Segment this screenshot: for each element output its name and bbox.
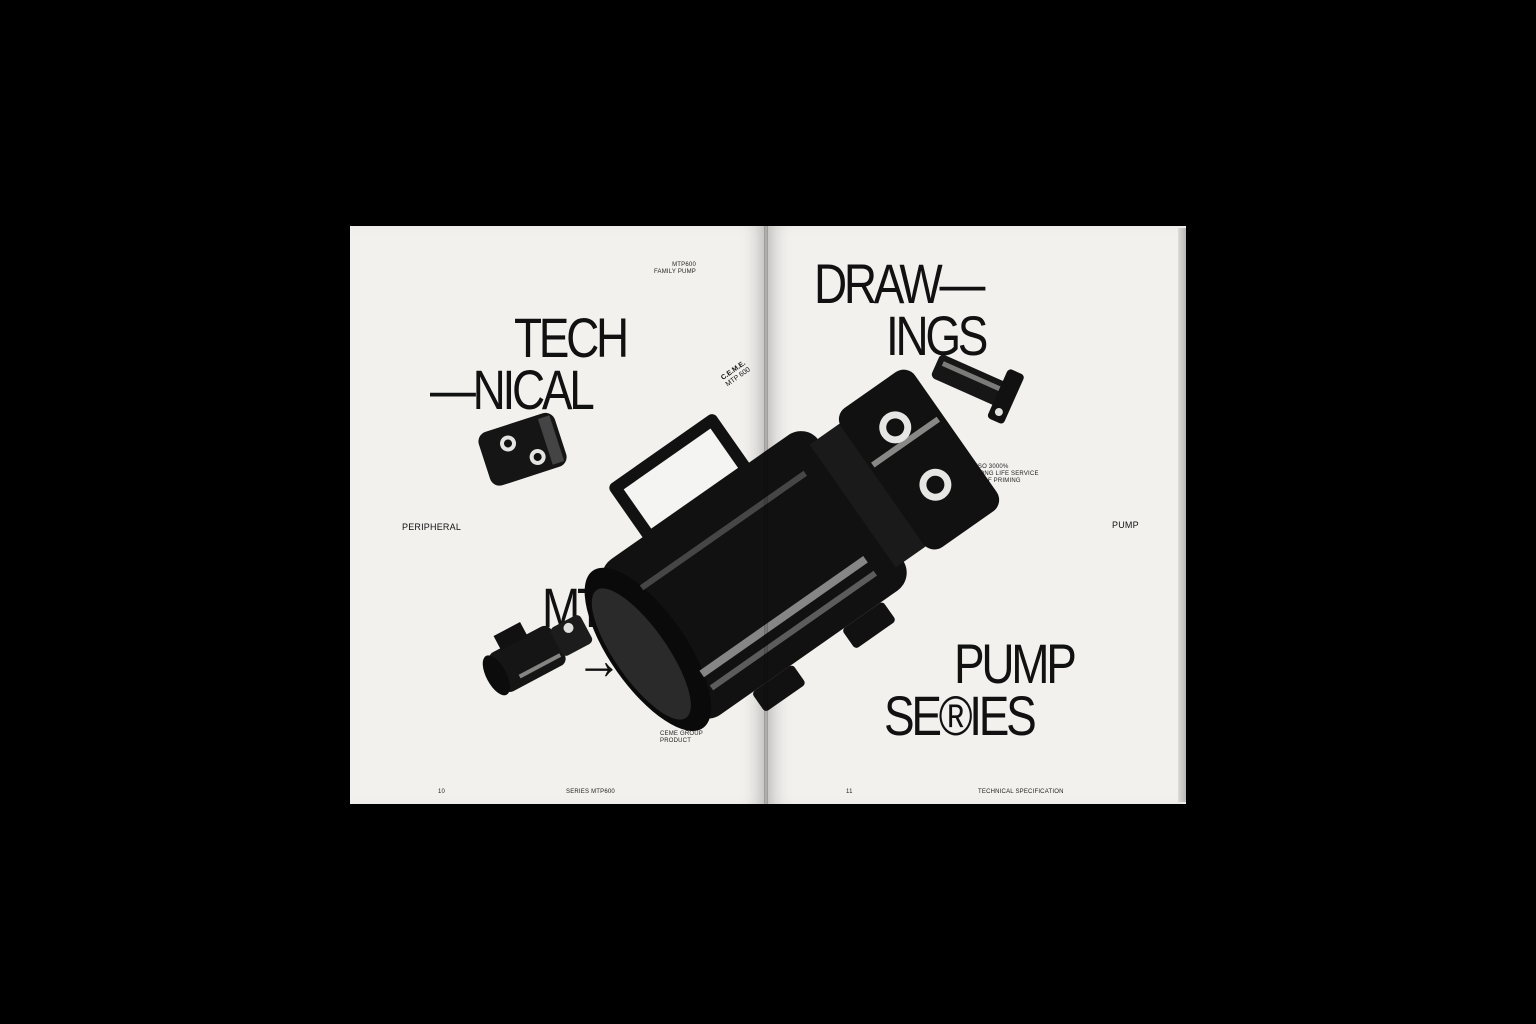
left-page-number: 10 — [438, 789, 446, 795]
magazine-spread: MTP600 FAMILY PUMP TECH —NICAL PERIPHERA… — [350, 226, 1186, 804]
left-credit-line2: PRODUCT — [660, 738, 692, 744]
left-credit: CEME GROUP PRODUCT — [660, 731, 703, 745]
left-header-line2: FAMILY PUMP — [654, 269, 696, 275]
feature-item: ISO 3000% — [976, 464, 1009, 470]
page-edge — [1178, 228, 1186, 802]
right-footer: TECHNICAL SPECIFICATION — [978, 789, 1064, 795]
model-mtp: MTP — [542, 576, 632, 639]
feature-item: SELF PRIMING — [976, 478, 1021, 484]
feature-list: ISO 3000% LONG LIFE SERVICE SELF PRIMING — [976, 464, 1039, 485]
side-label-peripheral: PERIPHERAL — [402, 522, 462, 532]
left-header-line1: MTP600 — [672, 262, 696, 268]
left-credit-line1: CEME GROUP — [660, 731, 704, 737]
right-page-number: 11 — [846, 789, 853, 795]
right-page: DRAW— INGS ISO 3000% LONG LIFE SERVICE S… — [766, 226, 1186, 804]
title-tech: TECH — [514, 306, 629, 369]
left-header: MTP600 FAMILY PUMP — [654, 262, 696, 276]
title-draw: DRAW— — [814, 252, 985, 315]
left-page: MTP600 FAMILY PUMP TECH —NICAL PERIPHERA… — [350, 226, 766, 804]
title-ings: INGS — [886, 304, 988, 367]
series-pump: PUMP — [954, 632, 1077, 695]
side-label-pump: PUMP — [1112, 520, 1139, 530]
model-600: →600 — [576, 628, 689, 691]
series-series: SE®IES — [884, 684, 1037, 747]
spread-gutter — [764, 226, 768, 804]
left-footer: SERIES MTP600 — [566, 789, 615, 795]
title-nical: —NICAL — [430, 358, 595, 421]
feature-item: LONG LIFE SERVICE — [976, 471, 1039, 477]
